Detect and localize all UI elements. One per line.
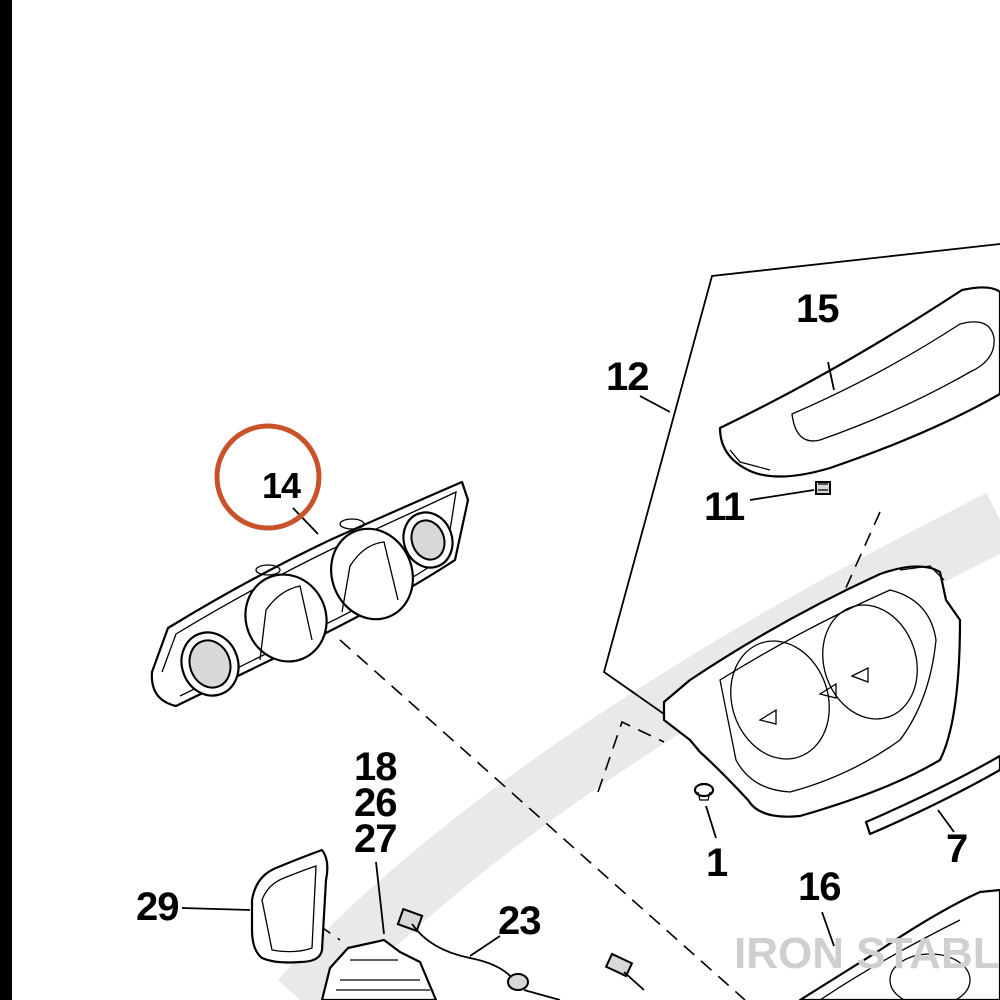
callout-12: 12	[606, 355, 649, 399]
callout-27: 27	[354, 817, 397, 861]
callout-11: 11	[704, 485, 745, 529]
leader-15	[827, 361, 835, 391]
callout-18: 18	[354, 745, 397, 789]
watermark-text: IRON STABLE	[734, 929, 1000, 978]
leader-29	[181, 907, 251, 911]
left-frame-bar	[0, 0, 12, 1000]
callout-7: 7	[946, 827, 967, 871]
clip-part-11	[815, 481, 831, 495]
leader-1	[705, 805, 717, 839]
callout-15: 15	[796, 287, 839, 331]
leader-7	[937, 809, 955, 833]
wire-harness-part-23	[396, 907, 645, 1000]
screw-part-1	[693, 782, 715, 801]
bracket-12-outline	[602, 243, 1000, 715]
assembly-line-1	[597, 720, 665, 793]
callout-26: 26	[354, 781, 397, 825]
leader-14	[292, 507, 319, 535]
callout-1: 1	[706, 841, 728, 885]
highlight-circle	[214, 423, 322, 531]
callout-16: 16	[798, 865, 841, 909]
socket-assembly-part-18	[320, 938, 438, 1000]
leader-12	[639, 395, 671, 413]
leader-18-26-27	[375, 861, 385, 935]
callout-23: 23	[498, 899, 541, 943]
gauge-housing-part-12	[662, 565, 962, 818]
lens-cover-part-29	[250, 848, 329, 964]
leader-23	[469, 935, 501, 957]
callout-29: 29	[136, 885, 179, 929]
leader-16	[821, 911, 835, 947]
cover-trim-part-15	[718, 286, 1000, 478]
gauge-bezel-part-14	[150, 480, 470, 708]
callout-14: 14	[262, 465, 301, 506]
seal-strip-part-7	[864, 754, 1000, 836]
lower-fairing-part-16	[798, 888, 1000, 1000]
leader-11	[749, 489, 815, 501]
